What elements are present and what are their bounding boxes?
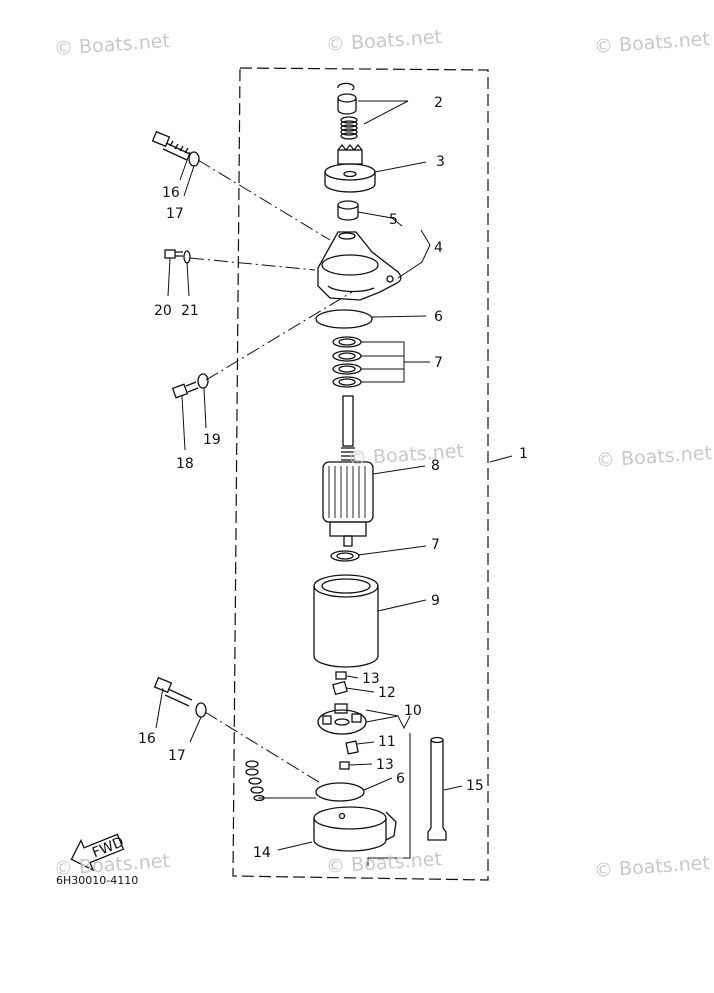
label-part-4: 4 [434,240,443,256]
bolt-20 [164,249,183,259]
spring [340,116,358,140]
washer-21 [183,250,191,264]
stopper-collar [337,93,357,115]
label-part-5: 5 [389,212,398,228]
label-part-20: 20 [154,303,172,319]
washer-lower [330,550,360,562]
label-part-7-upper: 7 [434,355,443,371]
circlip [337,82,355,91]
label-part-8: 8 [431,458,440,474]
assembly-boundary [232,67,489,881]
label-part-14: 14 [253,845,271,861]
rear-cover [313,806,397,852]
brush-lower [345,740,359,755]
label-part-17-lower: 17 [168,748,186,764]
label-part-13-upper: 13 [362,671,380,687]
assembly-lines [189,159,353,785]
label-part-16-upper: 16 [162,185,180,201]
label-part-16-lower: 16 [138,731,156,747]
washer-17-lower [195,702,207,718]
label-part-12: 12 [378,685,396,701]
washer-set-upper [332,336,362,388]
through-bolt [427,736,447,841]
leader-lines [155,100,513,866]
pinion-gear [324,143,376,193]
part-labels: 1 2 3 4 5 6 6 7 7 8 9 10 11 12 13 13 14 … [138,95,528,861]
nut-washer-stack [245,760,265,802]
bolt-16-upper [151,130,191,161]
label-part-6-upper: 6 [434,309,443,325]
front-bracket [317,231,402,301]
brush-small-upper [335,671,347,680]
label-part-10: 10 [404,703,422,719]
label-part-13-lower: 13 [376,757,394,773]
armature [322,395,374,547]
bushing [337,200,359,221]
label-part-15: 15 [466,778,484,794]
label-part-7-lower: 7 [431,537,440,553]
o-ring-upper [315,309,373,329]
bolt-18 [171,381,199,399]
label-part-1: 1 [519,446,528,462]
label-part-11: 11 [378,734,396,750]
o-ring-lower [315,782,365,802]
label-part-2: 2 [434,95,443,111]
label-part-3: 3 [436,154,445,170]
label-part-6-lower: 6 [396,771,405,787]
washer-17-upper [188,151,200,167]
bolt-16-lower [153,676,193,707]
washer-19 [197,373,209,389]
brush-upper [332,680,348,696]
brush-small-lower [339,761,350,770]
label-part-18: 18 [176,456,194,472]
label-part-19: 19 [203,432,221,448]
label-part-9: 9 [431,593,440,609]
diagram-code: 6H30010-4110 [56,874,139,887]
brush-holder [317,703,367,735]
label-part-17-upper: 17 [166,206,184,222]
label-part-21: 21 [181,303,199,319]
yoke [313,574,379,668]
